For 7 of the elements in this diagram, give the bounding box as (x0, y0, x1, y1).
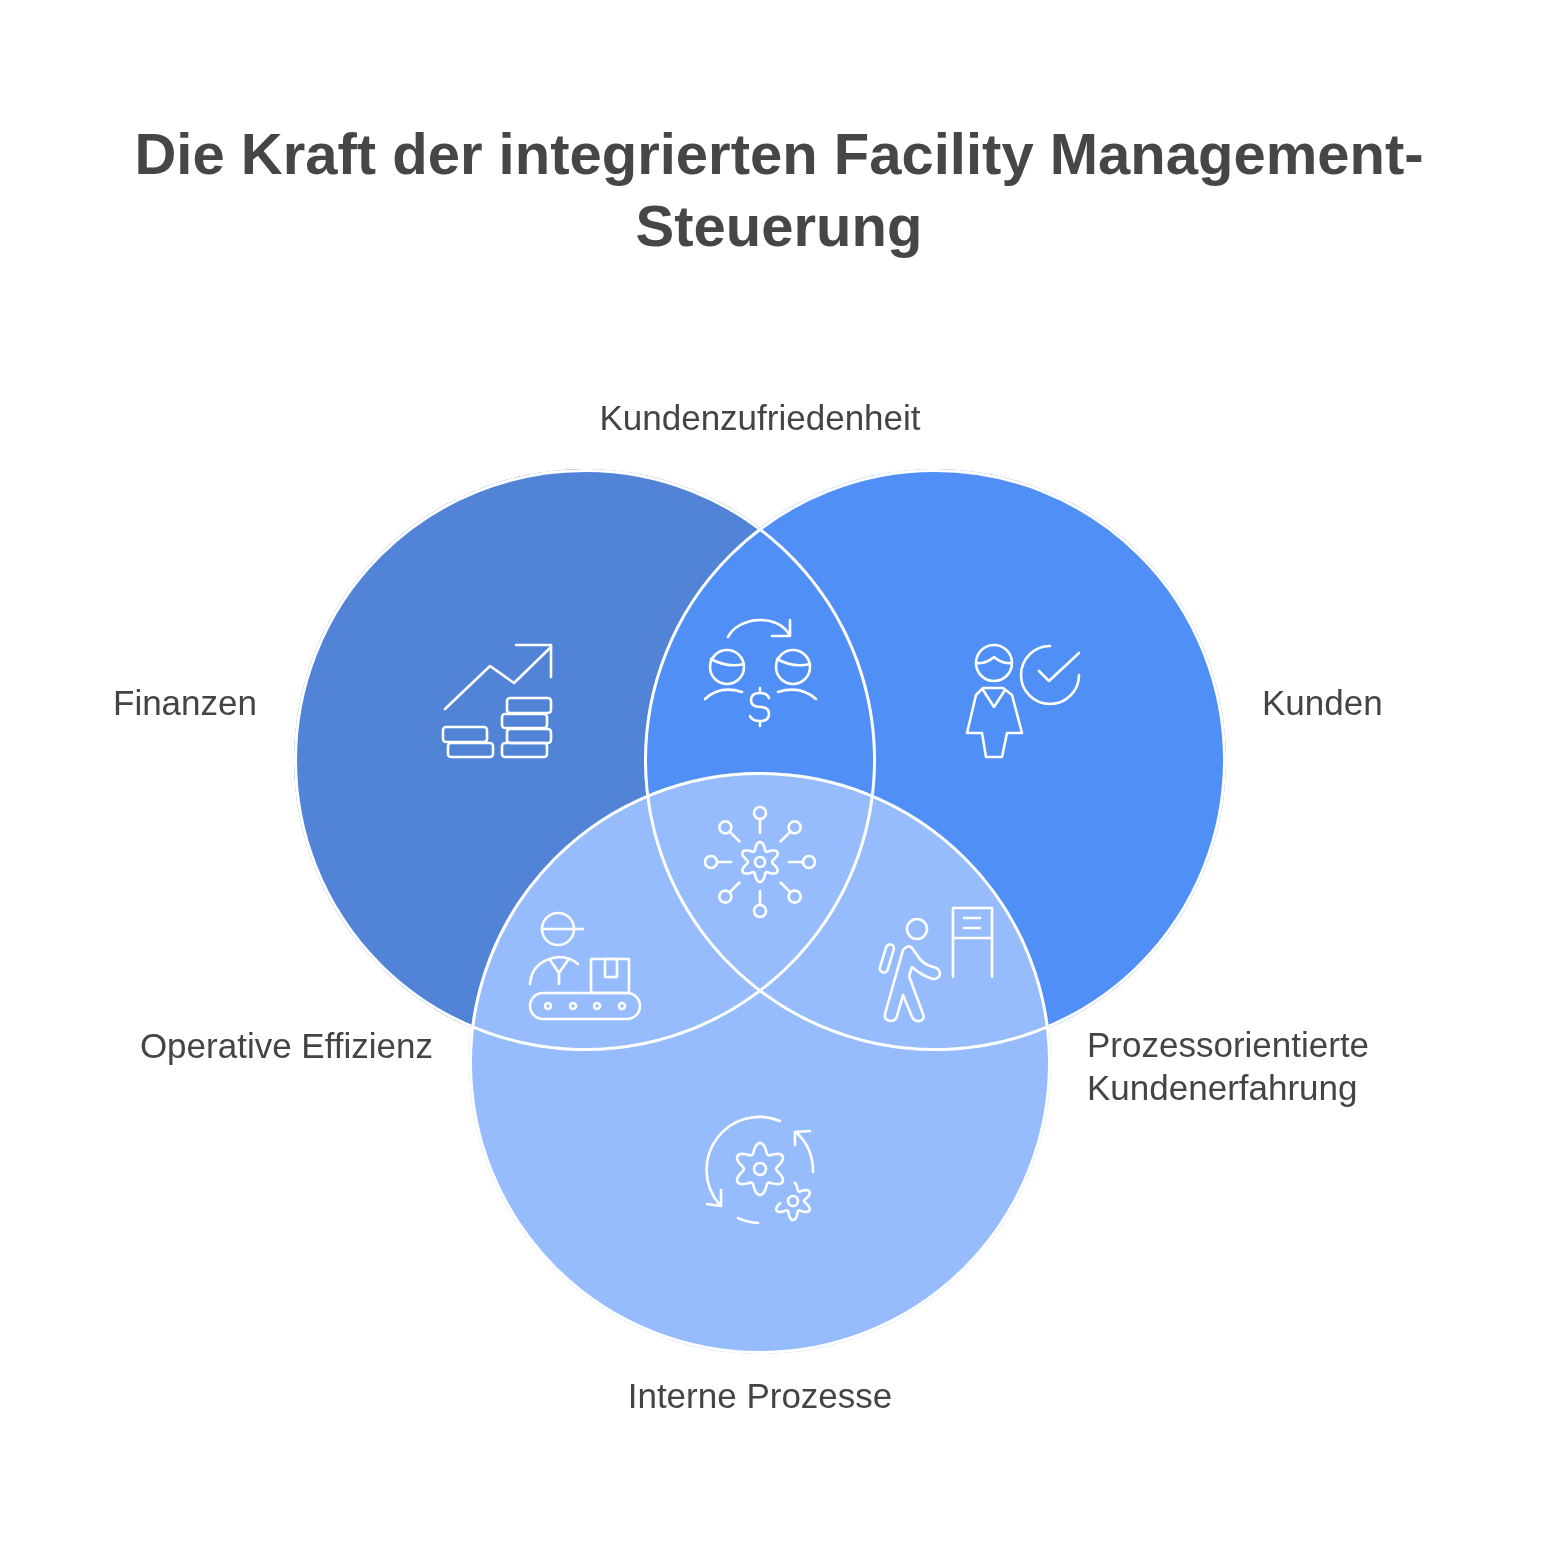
overlap-label: Kundenzufriedenheit (599, 396, 921, 439)
overlap-label: Prozessorientierte Kundenerfahrung (1087, 1024, 1370, 1109)
circle-label: Interne Prozesse (627, 1374, 893, 1417)
circle-label: Kunden (1262, 681, 1383, 724)
diagram-title: Die Kraft der integrierten Facility Management-Steuerung (133, 120, 1425, 260)
circle-label: Finanzen (113, 681, 257, 724)
overlap-label: Operative Effizienz (139, 1024, 433, 1067)
